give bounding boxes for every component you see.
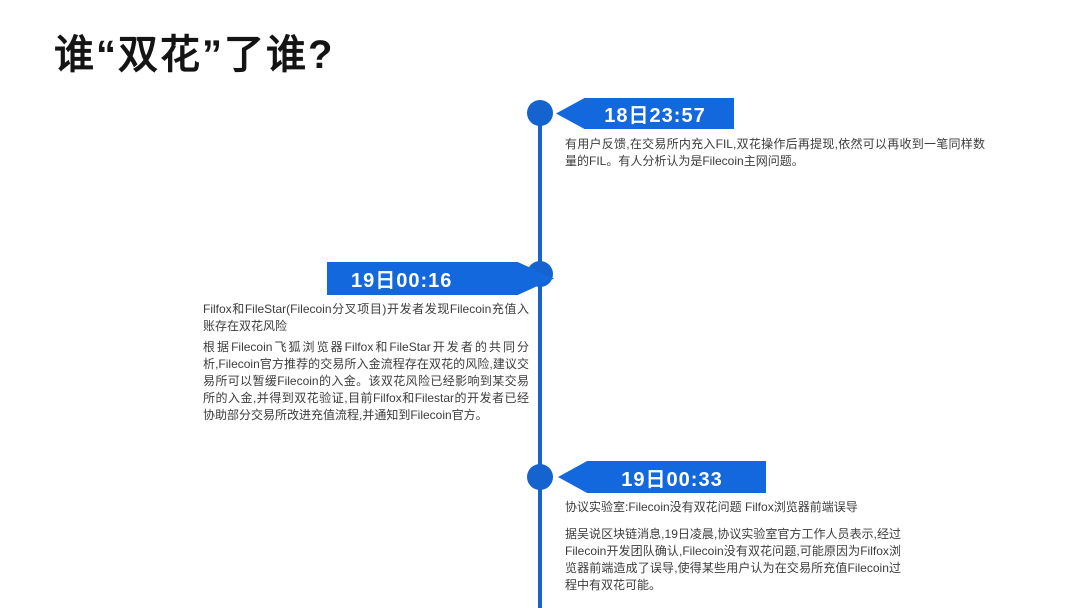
time-badge-2-label: 19日00:16 (351, 270, 453, 292)
page-title: 谁“双花”了谁? (54, 33, 335, 77)
time-badge-3: 19日00:33 (558, 461, 766, 493)
timeline-line (538, 112, 542, 608)
timeline-dot-3 (527, 464, 553, 490)
event-3-heading: 协议实验室:Filecoin没有双花问题 Filfox浏览器前端误导 (565, 500, 858, 514)
event-3-description: 据吴说区块链消息,19日凌晨,协议实验室官方工作人员表示,经过Filecoin开… (565, 527, 901, 592)
timeline-dot-1 (527, 100, 553, 126)
time-badge-3-label: 19日00:33 (621, 468, 723, 491)
event-1-description: 有用户反馈,在交易所内充入FIL,双花操作后再提现,依然可以再收到一笔同样数量的… (565, 137, 985, 168)
event-2-heading: Filfox和FileStar(Filecoin分叉项目)开发者发现Fileco… (203, 302, 529, 333)
event-2-description: 根据Filecoin飞狐浏览器Filfox和FileStar开发者的共同分析,F… (203, 340, 529, 422)
time-badge-1: 18日23:57 (556, 98, 734, 129)
time-badge-2: 19日00:16 (327, 262, 554, 295)
time-badge-1-label: 18日23:57 (604, 105, 706, 127)
